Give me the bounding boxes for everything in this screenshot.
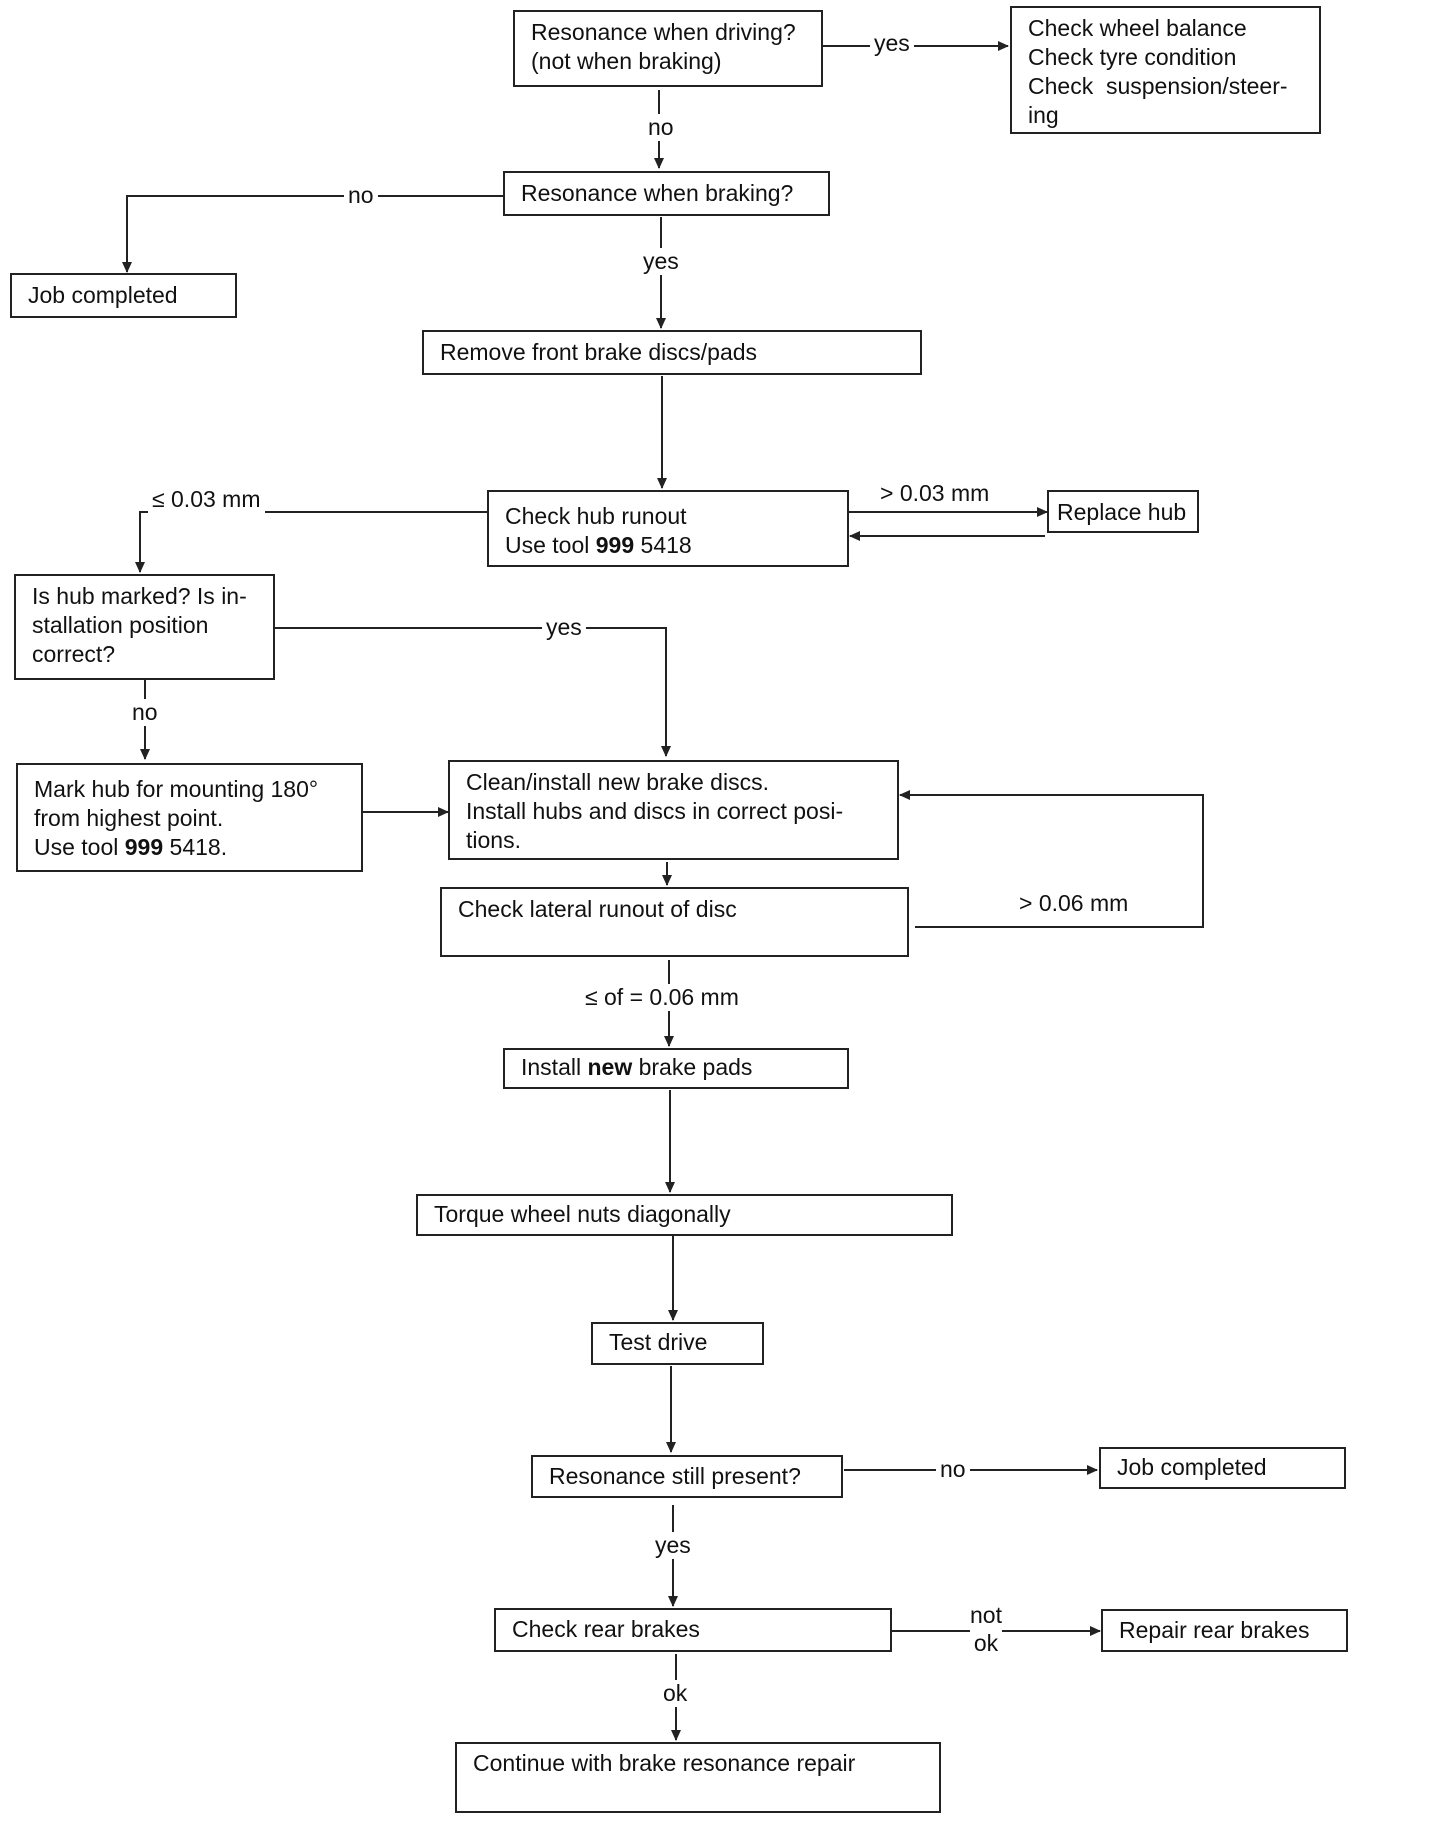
node-text: Resonance when driving? bbox=[531, 19, 796, 45]
node-resonance-driving: Resonance when driving? (not when brakin… bbox=[513, 10, 823, 87]
node-text: Check tyre condition bbox=[1028, 44, 1237, 70]
node-check-lateral: Check lateral runout of disc bbox=[440, 887, 909, 957]
node-text: Continue with brake resonance repair bbox=[473, 1750, 856, 1776]
node-text: Torque wheel nuts diagonally bbox=[434, 1201, 731, 1227]
tool-number-bold: 999 bbox=[124, 834, 164, 860]
node-text: Replace hub bbox=[1057, 499, 1187, 525]
node-clean-install: Clean/install new brake discs. Install h… bbox=[448, 760, 899, 860]
node-install-pads: Install new brake pads bbox=[503, 1048, 849, 1089]
node-text: Resonance still present? bbox=[549, 1463, 801, 1489]
label-le-003: ≤ 0.03 mm bbox=[148, 486, 265, 513]
node-torque: Torque wheel nuts diagonally bbox=[416, 1194, 953, 1236]
node-text: Test drive bbox=[609, 1329, 708, 1355]
label-resonance-yes: yes bbox=[651, 1532, 695, 1559]
node-text: Check suspension/steer- bbox=[1028, 73, 1288, 99]
node-test-drive: Test drive bbox=[591, 1322, 764, 1365]
node-text: Install hubs and discs in correct posi- bbox=[466, 798, 844, 824]
node-text: Check lateral runout of disc bbox=[458, 896, 737, 922]
label-braking-yes: yes bbox=[639, 248, 683, 275]
node-text: Check hub runout bbox=[505, 503, 687, 529]
label-le-of-006: ≤ of = 0.06 mm bbox=[581, 984, 743, 1011]
node-check-rear: Check rear brakes bbox=[494, 1608, 892, 1652]
node-text-tool: Use tool 999 5418 bbox=[505, 531, 835, 560]
arrow-hub-le-003 bbox=[135, 511, 487, 573]
node-text: from highest point. bbox=[34, 805, 224, 831]
label-hub-marked-yes: yes bbox=[542, 614, 586, 641]
tool-prefix: Use tool bbox=[34, 834, 125, 860]
arrow-lateral-gt-006 bbox=[899, 790, 1204, 928]
node-mark-hub: Mark hub for mounting 180° from highest … bbox=[16, 763, 363, 872]
tool-number-rest: 5418 bbox=[634, 532, 692, 558]
arrow-braking-no bbox=[122, 195, 503, 273]
label-gt-003: > 0.03 mm bbox=[876, 480, 994, 507]
node-repair-rear: Repair rear brakes bbox=[1101, 1609, 1348, 1652]
node-job-completed-1: Job completed bbox=[10, 273, 237, 318]
node-text: Job completed bbox=[28, 282, 178, 308]
node-text: tions. bbox=[466, 827, 521, 853]
node-text: Remove front brake discs/pads bbox=[440, 339, 758, 365]
label-resonance-no: no bbox=[936, 1456, 970, 1483]
node-continue-repair: Continue with brake resonance repair bbox=[455, 1742, 941, 1813]
node-text: Job completed bbox=[1117, 1454, 1267, 1480]
node-text: Check rear brakes bbox=[512, 1616, 700, 1642]
node-text: Check wheel balance bbox=[1028, 15, 1247, 41]
tool-prefix: Use tool bbox=[505, 532, 596, 558]
node-check-hub-runout: Check hub runout Use tool 999 5418 bbox=[487, 490, 849, 567]
node-text: stallation position bbox=[32, 612, 209, 638]
label-braking-no: no bbox=[344, 182, 378, 209]
node-text: correct? bbox=[32, 641, 116, 667]
node-text: Is hub marked? Is in- bbox=[32, 583, 247, 609]
label-driving-yes: yes bbox=[870, 30, 914, 57]
node-text: (not when braking) bbox=[531, 48, 722, 74]
tool-number-bold: 999 bbox=[595, 532, 635, 558]
node-replace-hub: Replace hub bbox=[1047, 490, 1199, 533]
node-text: Resonance when braking? bbox=[521, 180, 794, 206]
node-text-install: Install new brake pads bbox=[521, 1053, 835, 1082]
node-text: Clean/install new brake discs. bbox=[466, 769, 769, 795]
tool-number-rest: 5418. bbox=[163, 834, 228, 860]
node-resonance-still: Resonance still present? bbox=[531, 1455, 843, 1498]
node-job-completed-2: Job completed bbox=[1099, 1447, 1346, 1489]
label-not-ok: not ok bbox=[970, 1601, 1002, 1657]
node-text: Repair rear brakes bbox=[1119, 1617, 1310, 1643]
node-text: ing bbox=[1028, 102, 1059, 128]
label-driving-no: no bbox=[644, 114, 678, 141]
label-hub-marked-no: no bbox=[128, 699, 162, 726]
label-gt-006: > 0.06 mm bbox=[1015, 890, 1133, 917]
node-text: Mark hub for mounting 180° bbox=[34, 776, 319, 802]
arrow-hub-marked-yes bbox=[275, 627, 671, 757]
label-ok: ok bbox=[659, 1680, 692, 1707]
install-pre: Install bbox=[521, 1054, 588, 1080]
install-post: brake pads bbox=[632, 1054, 753, 1080]
install-new-bold: new bbox=[587, 1054, 633, 1080]
node-resonance-braking: Resonance when braking? bbox=[503, 171, 830, 216]
node-check-wheel: Check wheel balance Check tyre condition… bbox=[1010, 6, 1321, 134]
node-text-tool: Use tool 999 5418. bbox=[34, 833, 349, 862]
node-remove-front: Remove front brake discs/pads bbox=[422, 330, 922, 375]
node-hub-marked: Is hub marked? Is in- stallation positio… bbox=[14, 574, 275, 680]
